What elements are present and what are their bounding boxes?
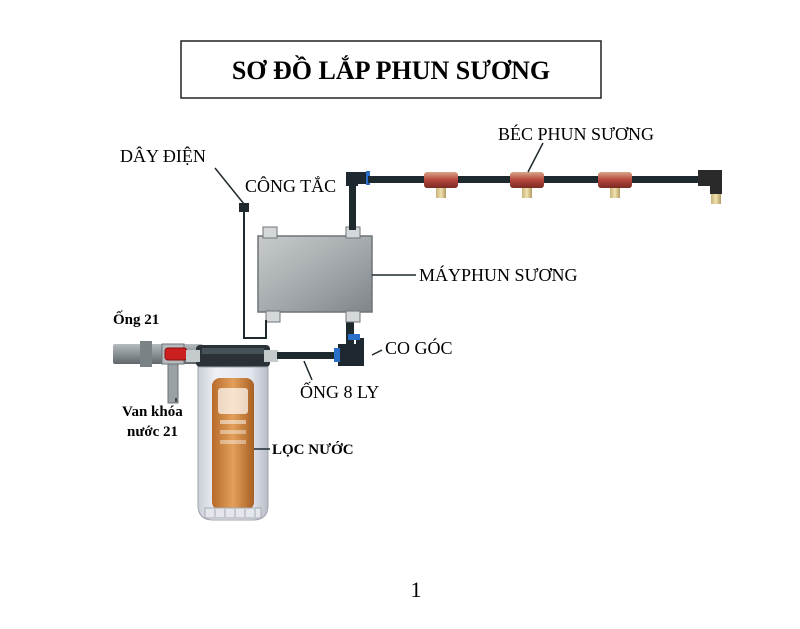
label-day-dien: DÂY ĐIỆN bbox=[120, 145, 206, 166]
end-cap-icon bbox=[698, 170, 722, 204]
label-van-khoa-line1: Van khóa bbox=[122, 404, 183, 420]
label-van-khoa-line2: nước 21 bbox=[127, 424, 178, 440]
elbow-fitting-icon bbox=[334, 334, 364, 366]
plug-icon bbox=[239, 203, 249, 212]
label-co-goc: CO GÓC bbox=[385, 337, 453, 358]
title-box: SƠ ĐỒ LẮP PHUN SƯƠNG bbox=[180, 40, 602, 99]
water-valve-icon bbox=[161, 343, 188, 404]
nozzle-1-icon bbox=[424, 172, 458, 198]
label-loc-nuoc: LỌC NƯỚC bbox=[272, 441, 354, 458]
nozzle-2-icon bbox=[510, 172, 544, 198]
label-bec-phun-suong: BÉC PHUN SƯƠNG bbox=[498, 123, 654, 144]
page-number: 1 bbox=[411, 577, 422, 602]
label-ong-21: Ống 21 bbox=[113, 310, 159, 328]
diagram-title: SƠ ĐỒ LẮP PHUN SƯƠNG bbox=[232, 56, 550, 85]
leader-lines bbox=[175, 142, 544, 450]
power-cable bbox=[214, 167, 267, 339]
water-filter-icon bbox=[186, 345, 278, 521]
label-ong-8-ly: ỐNG 8 LY bbox=[300, 381, 379, 402]
misting-machine bbox=[257, 226, 373, 323]
label-may-phun-suong: MÁYPHUN SƯƠNG bbox=[419, 264, 577, 285]
label-cong-tac: CÔNG TẮC bbox=[245, 175, 336, 196]
nozzle-3-icon bbox=[598, 172, 632, 198]
